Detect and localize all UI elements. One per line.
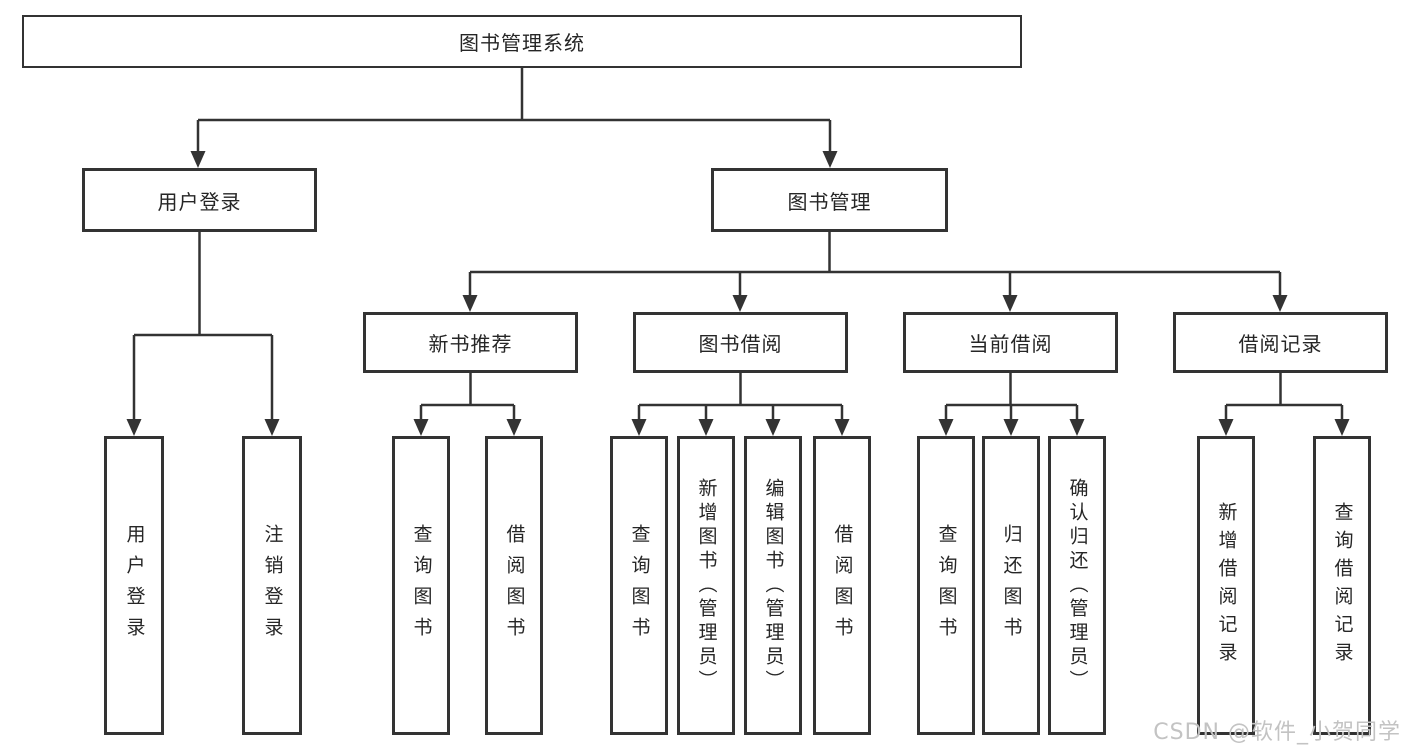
node-user-login-action: 用户登录 bbox=[104, 436, 164, 735]
node-label: 查询借阅记录 bbox=[1331, 501, 1354, 670]
node-current-borrowing: 当前借阅 bbox=[903, 312, 1118, 373]
node-borrow-books-recommendation: 借阅图书 bbox=[485, 436, 543, 735]
node-label: 新书推荐 bbox=[428, 332, 513, 356]
csdn-watermark: CSDN @软件_小贺同学 bbox=[1153, 720, 1401, 745]
node-label: 图书管理系统 bbox=[459, 31, 585, 55]
node-confirm-return-admin: 确认归还（管理员） bbox=[1048, 436, 1106, 735]
node-return-books: 归还图书 bbox=[982, 436, 1040, 735]
node-query-books-current: 查询图书 bbox=[917, 436, 975, 735]
node-borrowing-records: 借阅记录 bbox=[1173, 312, 1388, 373]
node-query-books-recommendation: 查询图书 bbox=[392, 436, 450, 735]
node-label: 用户登录 bbox=[123, 523, 146, 648]
node-edit-books-admin: 编辑图书（管理员） bbox=[744, 436, 802, 735]
node-label: 借阅记录 bbox=[1238, 332, 1323, 356]
node-label: 编辑图书（管理员） bbox=[762, 477, 785, 694]
node-label: 查询图书 bbox=[410, 523, 433, 648]
node-label: 确认归还（管理员） bbox=[1066, 477, 1089, 694]
node-label: 图书借阅 bbox=[698, 332, 783, 356]
node-label: 查询图书 bbox=[628, 523, 651, 648]
node-new-book-recommendation: 新书推荐 bbox=[363, 312, 578, 373]
node-query-books-borrowing: 查询图书 bbox=[610, 436, 668, 735]
node-label: 图书管理 bbox=[787, 189, 872, 214]
node-logout-action: 注销登录 bbox=[242, 436, 302, 735]
node-label: 查询图书 bbox=[935, 523, 958, 648]
node-book-borrowing: 图书借阅 bbox=[633, 312, 848, 373]
node-library-management-system: 图书管理系统 bbox=[22, 15, 1022, 68]
node-label: 注销登录 bbox=[261, 523, 284, 648]
node-add-borrow-record: 新增借阅记录 bbox=[1197, 436, 1255, 735]
node-add-books-admin: 新增图书（管理员） bbox=[677, 436, 735, 735]
node-book-management: 图书管理 bbox=[711, 168, 948, 232]
node-label: 用户登录 bbox=[157, 189, 242, 214]
node-label: 借阅图书 bbox=[831, 523, 854, 648]
node-label: 借阅图书 bbox=[503, 523, 526, 648]
node-borrow-books-action: 借阅图书 bbox=[813, 436, 871, 735]
node-query-borrow-record: 查询借阅记录 bbox=[1313, 436, 1371, 735]
node-label: 归还图书 bbox=[1000, 523, 1023, 648]
node-label: 当前借阅 bbox=[968, 332, 1053, 356]
node-label: 新增图书（管理员） bbox=[695, 477, 718, 694]
node-label: 新增借阅记录 bbox=[1215, 501, 1238, 670]
node-user-login: 用户登录 bbox=[82, 168, 317, 232]
